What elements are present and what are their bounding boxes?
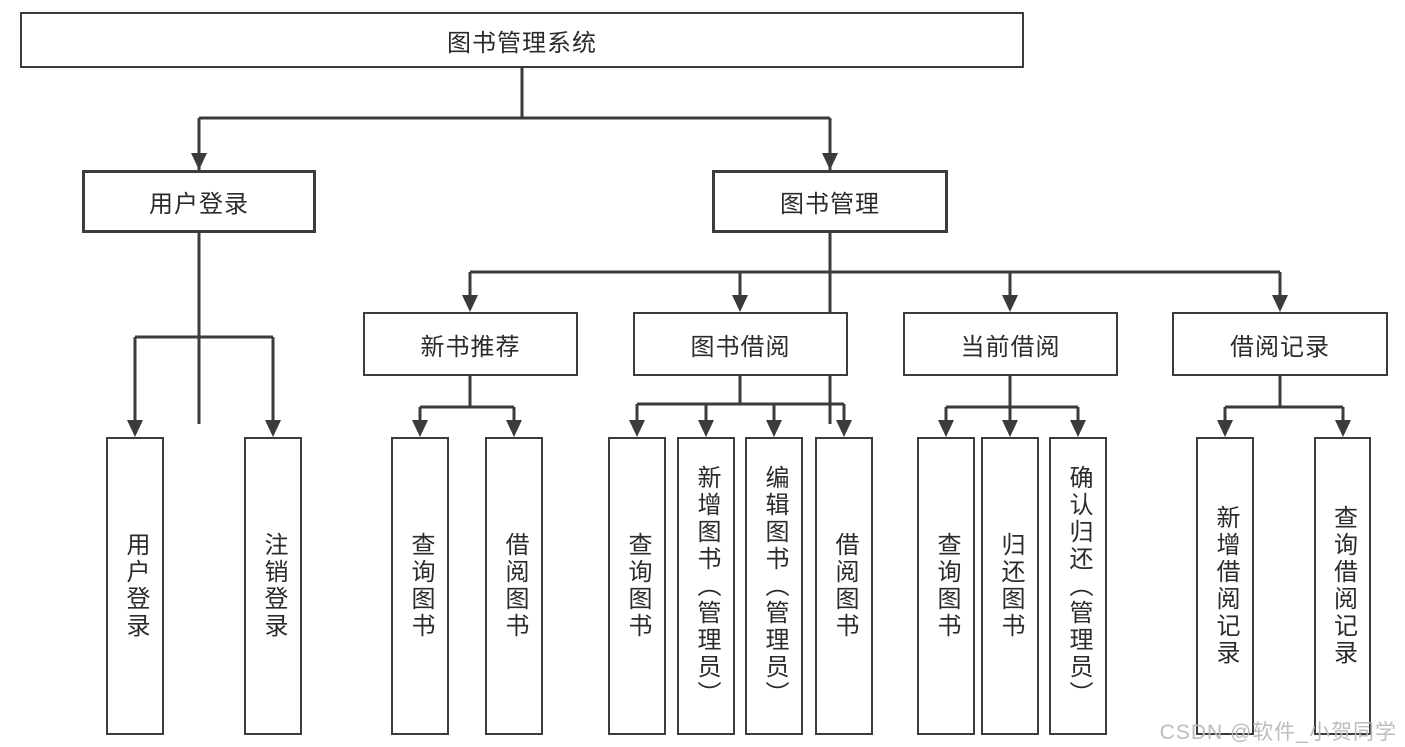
leaf-recommend-query-books-label: 查询图书 xyxy=(407,532,434,640)
leaf-add-borrow-record: 新增借阅记录 xyxy=(1196,437,1254,735)
node-book-borrow: 图书借阅 xyxy=(633,312,848,376)
leaf-borrow-books-label: 借阅图书 xyxy=(831,532,858,640)
node-user-login: 用户登录 xyxy=(82,170,316,233)
leaf-recommend-borrow-books: 借阅图书 xyxy=(485,437,543,735)
leaf-borrow-query-books: 查询图书 xyxy=(608,437,666,735)
node-root: 图书管理系统 xyxy=(20,12,1024,68)
leaf-query-borrow-record-label: 查询借阅记录 xyxy=(1329,505,1357,667)
leaf-logout-login: 注销登录 xyxy=(244,437,302,735)
leaf-add-books-admin: 新增图书（管理员） xyxy=(677,437,735,735)
leaf-logout-login-label: 注销登录 xyxy=(260,532,287,640)
node-current-borrow: 当前借阅 xyxy=(903,312,1118,376)
node-borrow-records-label: 借阅记录 xyxy=(1230,333,1330,361)
leaf-recommend-borrow-books-label: 借阅图书 xyxy=(501,532,528,640)
leaf-recommend-query-books: 查询图书 xyxy=(391,437,449,735)
leaf-borrow-books: 借阅图书 xyxy=(815,437,873,735)
node-root-label: 图书管理系统 xyxy=(447,29,597,57)
node-borrow-records: 借阅记录 xyxy=(1172,312,1388,376)
leaf-borrow-query-books-label: 查询图书 xyxy=(624,532,651,640)
node-new-book-recommend-label: 新书推荐 xyxy=(420,333,521,361)
node-new-book-recommend: 新书推荐 xyxy=(363,312,578,376)
node-book-management: 图书管理 xyxy=(712,170,948,233)
leaf-edit-books-admin: 编辑图书（管理员） xyxy=(745,437,803,735)
node-book-borrow-label: 图书借阅 xyxy=(690,333,791,361)
node-current-borrow-label: 当前借阅 xyxy=(960,333,1061,361)
leaf-user-login-label: 用户登录 xyxy=(122,532,149,640)
leaf-confirm-return-admin: 确认归还（管理员） xyxy=(1049,437,1107,735)
node-book-management-label: 图书管理 xyxy=(780,191,880,218)
leaf-edit-books-admin-label: 编辑图书（管理员） xyxy=(761,464,788,708)
arrowhead-icons xyxy=(127,153,1351,437)
leaf-user-login: 用户登录 xyxy=(106,437,164,735)
node-user-login-label: 用户登录 xyxy=(149,191,249,218)
leaf-add-borrow-record-label: 新增借阅记录 xyxy=(1212,505,1239,667)
csdn-watermark: CSDN @软件_小贺同学 xyxy=(1159,721,1397,744)
leaf-current-query-books-label: 查询图书 xyxy=(933,532,960,640)
leaf-query-borrow-record: 查询借阅记录 xyxy=(1314,437,1371,735)
leaf-return-books: 归还图书 xyxy=(981,437,1039,735)
leaf-confirm-return-admin-label: 确认归还（管理员） xyxy=(1065,464,1092,708)
leaf-add-books-admin-label: 新增图书（管理员） xyxy=(693,464,720,708)
leaf-current-query-books: 查询图书 xyxy=(917,437,975,735)
leaf-return-books-label: 归还图书 xyxy=(997,532,1024,640)
